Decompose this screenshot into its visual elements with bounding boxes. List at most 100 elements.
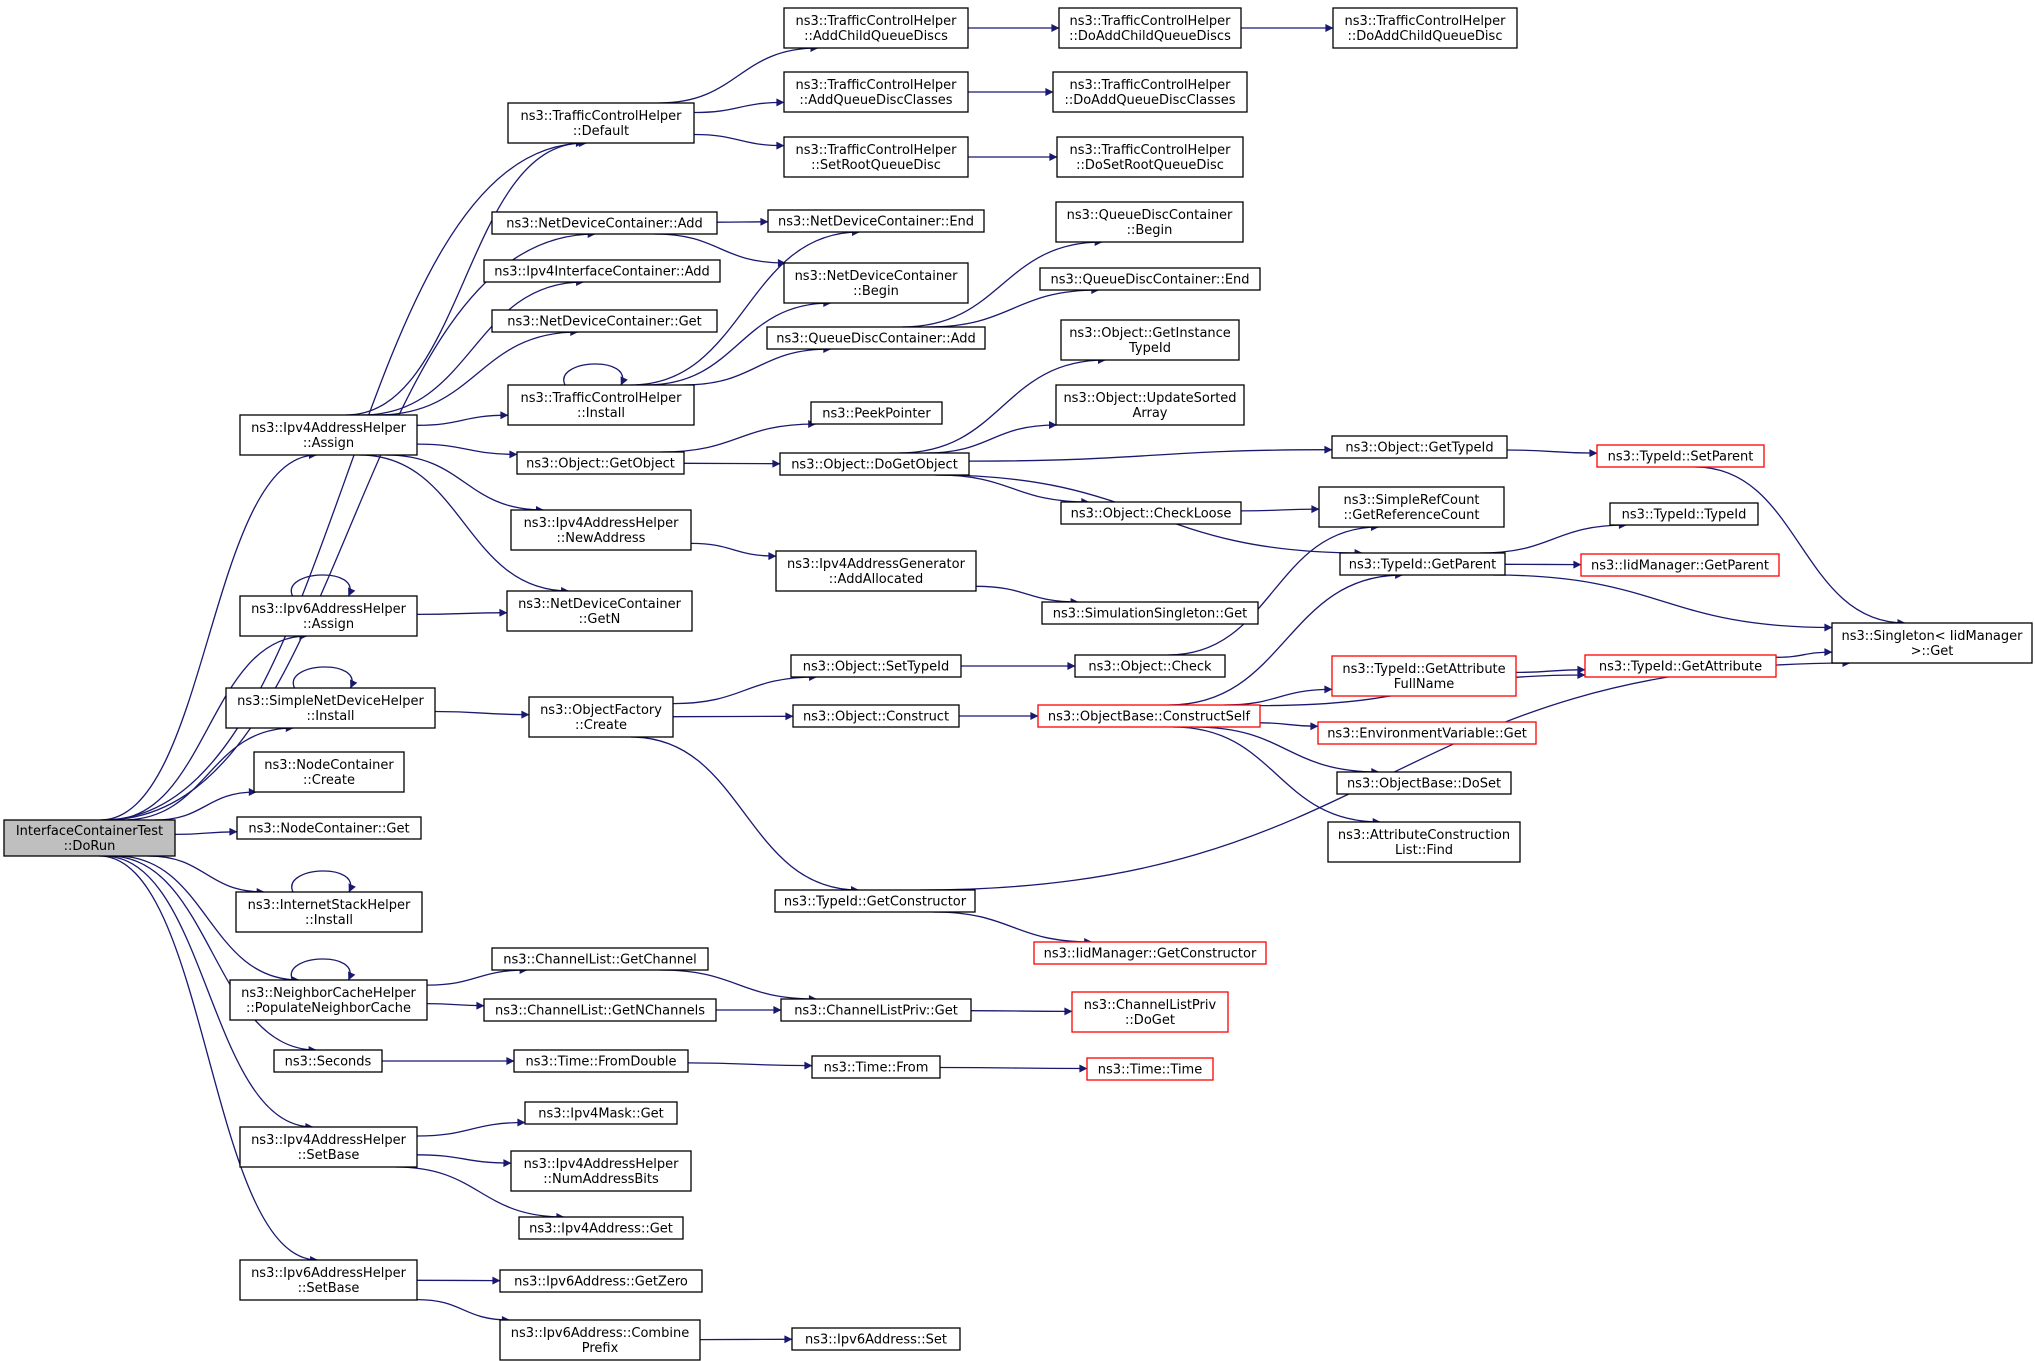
node-label: ns3::Object::Construct <box>803 710 949 725</box>
function-node[interactable]: ns3::Singleton< IidManager>::Get <box>1831 622 2033 664</box>
node-label: ::AddQueueDiscClasses <box>799 93 952 108</box>
function-node[interactable]: ns3::ChannelList::GetChannel <box>491 947 709 971</box>
node-label: ns3::TypeId::GetConstructor <box>784 895 967 910</box>
function-node[interactable]: ns3::Ipv4Address::Get <box>518 1216 684 1240</box>
function-node[interactable]: ns3::ChannelListPriv::DoGet <box>1071 991 1229 1033</box>
node-box <box>1318 486 1505 528</box>
function-node[interactable]: ns3::NetDeviceContainer::Add <box>491 211 718 235</box>
function-node[interactable]: ns3::Time::Time <box>1086 1057 1214 1081</box>
function-node[interactable]: ns3::Seconds <box>273 1049 383 1073</box>
node-box <box>239 595 418 637</box>
function-node[interactable]: ns3::InternetStackHelper::Install <box>235 891 423 933</box>
function-node[interactable]: ns3::TypeId::GetAttribute <box>1584 654 1777 678</box>
function-node[interactable]: ns3::NetDeviceContainer::GetN <box>506 590 693 632</box>
function-node[interactable]: ns3::EnvironmentVariable::Get <box>1317 721 1537 745</box>
function-node[interactable]: ns3::Ipv6Address::GetZero <box>499 1269 703 1293</box>
function-node[interactable]: ns3::Object::SetTypeId <box>790 654 962 678</box>
function-node[interactable]: ns3::TrafficControlHelper::DoAddChildQue… <box>1058 7 1242 49</box>
function-node[interactable]: ns3::SimulationSingleton::Get <box>1041 601 1259 625</box>
call-edge <box>99 855 319 1264</box>
node-box <box>1056 136 1244 178</box>
node-box <box>1033 941 1267 965</box>
function-node[interactable]: ns3::IidManager::GetParent <box>1580 553 1780 577</box>
function-node[interactable]: ns3::ChannelListPriv::Get <box>780 998 972 1022</box>
node-box <box>1058 7 1242 49</box>
node-label: ns3::Ipv4Address::Get <box>529 1222 673 1237</box>
call-edge <box>1224 685 1333 706</box>
function-node[interactable]: ns3::Time::From <box>811 1055 941 1079</box>
function-node[interactable]: ns3::Object::Check <box>1074 654 1226 678</box>
node-box <box>1060 501 1242 525</box>
function-node[interactable]: ns3::SimpleNetDeviceHelper::Install <box>225 687 436 729</box>
function-node[interactable]: ns3::TypeId::SetParent <box>1596 444 1765 468</box>
node-label: ns3::TypeId::GetParent <box>1349 558 1497 573</box>
call-edge <box>927 286 1100 328</box>
function-node[interactable]: ns3::Ipv4InterfaceContainer::Add <box>483 259 721 283</box>
call-edge <box>426 966 528 986</box>
function-node[interactable]: ns3::Object::Construct <box>792 704 960 728</box>
function-node[interactable]: ns3::Object::DoGetObject <box>779 452 970 476</box>
root-function-node[interactable]: InterfaceContainerTest::DoRun <box>3 819 176 857</box>
function-node[interactable]: ns3::Object::GetTypeId <box>1331 435 1508 459</box>
call-edge <box>1506 449 1598 458</box>
node-box <box>513 1049 689 1073</box>
function-node[interactable]: ns3::Ipv4AddressHelper::NewAddress <box>510 509 692 551</box>
function-node[interactable]: ns3::TypeId::GetParent <box>1339 552 1506 576</box>
function-node[interactable]: ns3::NetDeviceContainer::Get <box>491 309 718 333</box>
function-node[interactable]: ns3::NodeContainer::Create <box>253 751 405 793</box>
function-node[interactable]: ns3::TrafficControlHelper::SetRootQueueD… <box>783 136 969 178</box>
function-node[interactable]: ns3::NodeContainer::Get <box>236 816 422 840</box>
function-node[interactable]: ns3::Time::FromDouble <box>513 1049 689 1073</box>
function-node[interactable]: ns3::ObjectFactory::Create <box>528 696 674 738</box>
function-node[interactable]: ns3::Ipv6AddressHelper::SetBase <box>239 1259 418 1301</box>
function-node[interactable]: ns3::Ipv4Mask::Get <box>524 1101 678 1125</box>
node-label: ns3::QueueDiscContainer::Add <box>776 332 976 347</box>
node-box <box>1055 201 1244 243</box>
function-node[interactable]: ns3::TrafficControlHelper::Install <box>507 384 695 426</box>
node-label: ns3::QueueDiscContainer <box>1067 208 1233 223</box>
call-edge <box>395 1166 565 1221</box>
function-node[interactable]: ns3::TrafficControlHelper::AddChildQueue… <box>783 7 969 49</box>
node-label: ns3::NeighborCacheHelper <box>241 986 416 1001</box>
function-node[interactable]: ns3::TrafficControlHelper::DoSetRootQueu… <box>1056 136 1244 178</box>
function-node[interactable]: ns3::TrafficControlHelper::DoAddQueueDis… <box>1052 71 1248 113</box>
function-node[interactable]: ns3::NetDeviceContainer::End <box>767 209 985 233</box>
function-node[interactable]: ns3::ObjectBase::DoSet <box>1336 771 1512 795</box>
function-node[interactable]: ns3::QueueDiscContainer::Add <box>766 326 986 350</box>
call-edge <box>693 98 785 114</box>
function-node[interactable]: ns3::Ipv6AddressHelper::Assign <box>239 595 418 637</box>
function-node[interactable]: ns3::ObjectBase::ConstructSelf <box>1037 704 1261 728</box>
function-node[interactable]: ns3::IidManager::GetConstructor <box>1033 941 1267 965</box>
call-edge <box>359 454 570 595</box>
function-node[interactable]: ns3::TypeId::GetConstructor <box>774 889 976 913</box>
function-node[interactable]: ns3::Ipv4AddressGenerator::AddAllocated <box>775 550 977 592</box>
function-node[interactable]: ns3::ChannelList::GetNChannels <box>483 998 717 1022</box>
node-label: ns3::Time::Time <box>1098 1063 1202 1078</box>
function-node[interactable]: ns3::Object::GetObject <box>516 451 685 475</box>
function-node[interactable]: ns3::QueueDiscContainer::Begin <box>1055 201 1244 243</box>
function-node[interactable]: ns3::Ipv6Address::Set <box>791 1327 961 1351</box>
function-node[interactable]: ns3::TypeId::TypeId <box>1609 502 1759 526</box>
node-label: ::Assign <box>303 436 354 451</box>
function-node[interactable]: ns3::NeighborCacheHelper::PopulateNeighb… <box>229 979 428 1021</box>
node-box <box>229 979 428 1021</box>
function-node[interactable]: ns3::Object::CheckLoose <box>1060 501 1242 525</box>
function-node[interactable]: ns3::TrafficControlHelper::Default <box>507 102 695 144</box>
function-node[interactable]: ns3::TrafficControlHelper::DoAddChildQue… <box>1332 7 1518 49</box>
function-node[interactable]: ns3::SimpleRefCount::GetReferenceCount <box>1318 486 1505 528</box>
node-box <box>780 998 972 1022</box>
function-node[interactable]: ns3::NetDeviceContainer::Begin <box>783 262 969 304</box>
call-edge <box>925 421 1057 454</box>
call-edge <box>939 1064 1088 1073</box>
function-node[interactable]: ns3::QueueDiscContainer::End <box>1039 267 1261 291</box>
function-node[interactable]: ns3::Ipv4AddressHelper::Assign <box>239 414 418 456</box>
function-node[interactable]: ns3::PeekPointer <box>810 401 943 425</box>
function-node[interactable]: ns3::Ipv4AddressHelper::NumAddressBits <box>510 1150 692 1192</box>
function-node[interactable]: ns3::TrafficControlHelper::AddQueueDiscC… <box>783 71 969 113</box>
function-node[interactable]: ns3::Ipv4AddressHelper::SetBase <box>239 1126 418 1168</box>
